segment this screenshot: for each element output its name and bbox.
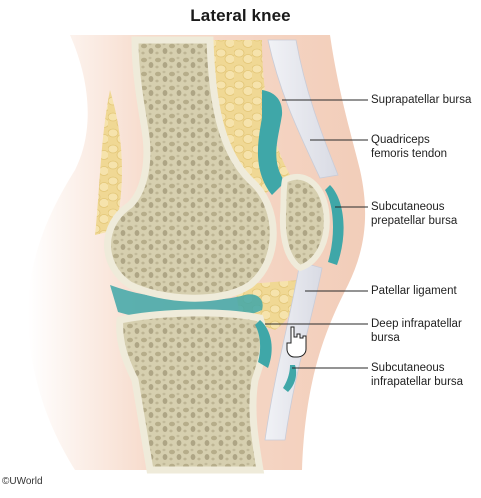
label-subcut-prepatellar-line2: prepatellar bursa [371,215,458,227]
label-subcut-infrapatellar-line2: infrapatellar bursa [371,376,464,388]
prepatellar-bursa [325,185,344,265]
figure-title: Lateral knee [190,6,291,25]
posterior-fat-pad [95,90,122,235]
patella [279,173,330,272]
femur [104,36,277,302]
copyright-credit: ©UWorld [2,476,43,487]
label-subcut-prepatellar-line1: Subcutaneous [371,201,445,213]
label-suprapatellar-bursa: Suprapatellar bursa [371,94,472,106]
tibia [116,309,268,474]
label-deep-infrapatellar-line1: Deep infrapatellar [371,318,462,330]
suprapatellar-bursa [257,90,285,195]
label-quadriceps-line2: femoris tendon [371,148,448,160]
label-deep-infrapatellar-line2: bursa [371,332,400,344]
label-subcut-infrapatellar-line1: Subcutaneous [371,362,445,374]
hand-cursor-icon [286,326,307,358]
subcutaneous-infrapatellar-bursa [283,365,297,392]
deep-infrapatellar-bursa [255,320,272,368]
label-patellar-ligament: Patellar ligament [371,285,457,297]
label-quadriceps-line1: Quadriceps [371,134,430,146]
quadriceps-tendon [267,39,339,179]
